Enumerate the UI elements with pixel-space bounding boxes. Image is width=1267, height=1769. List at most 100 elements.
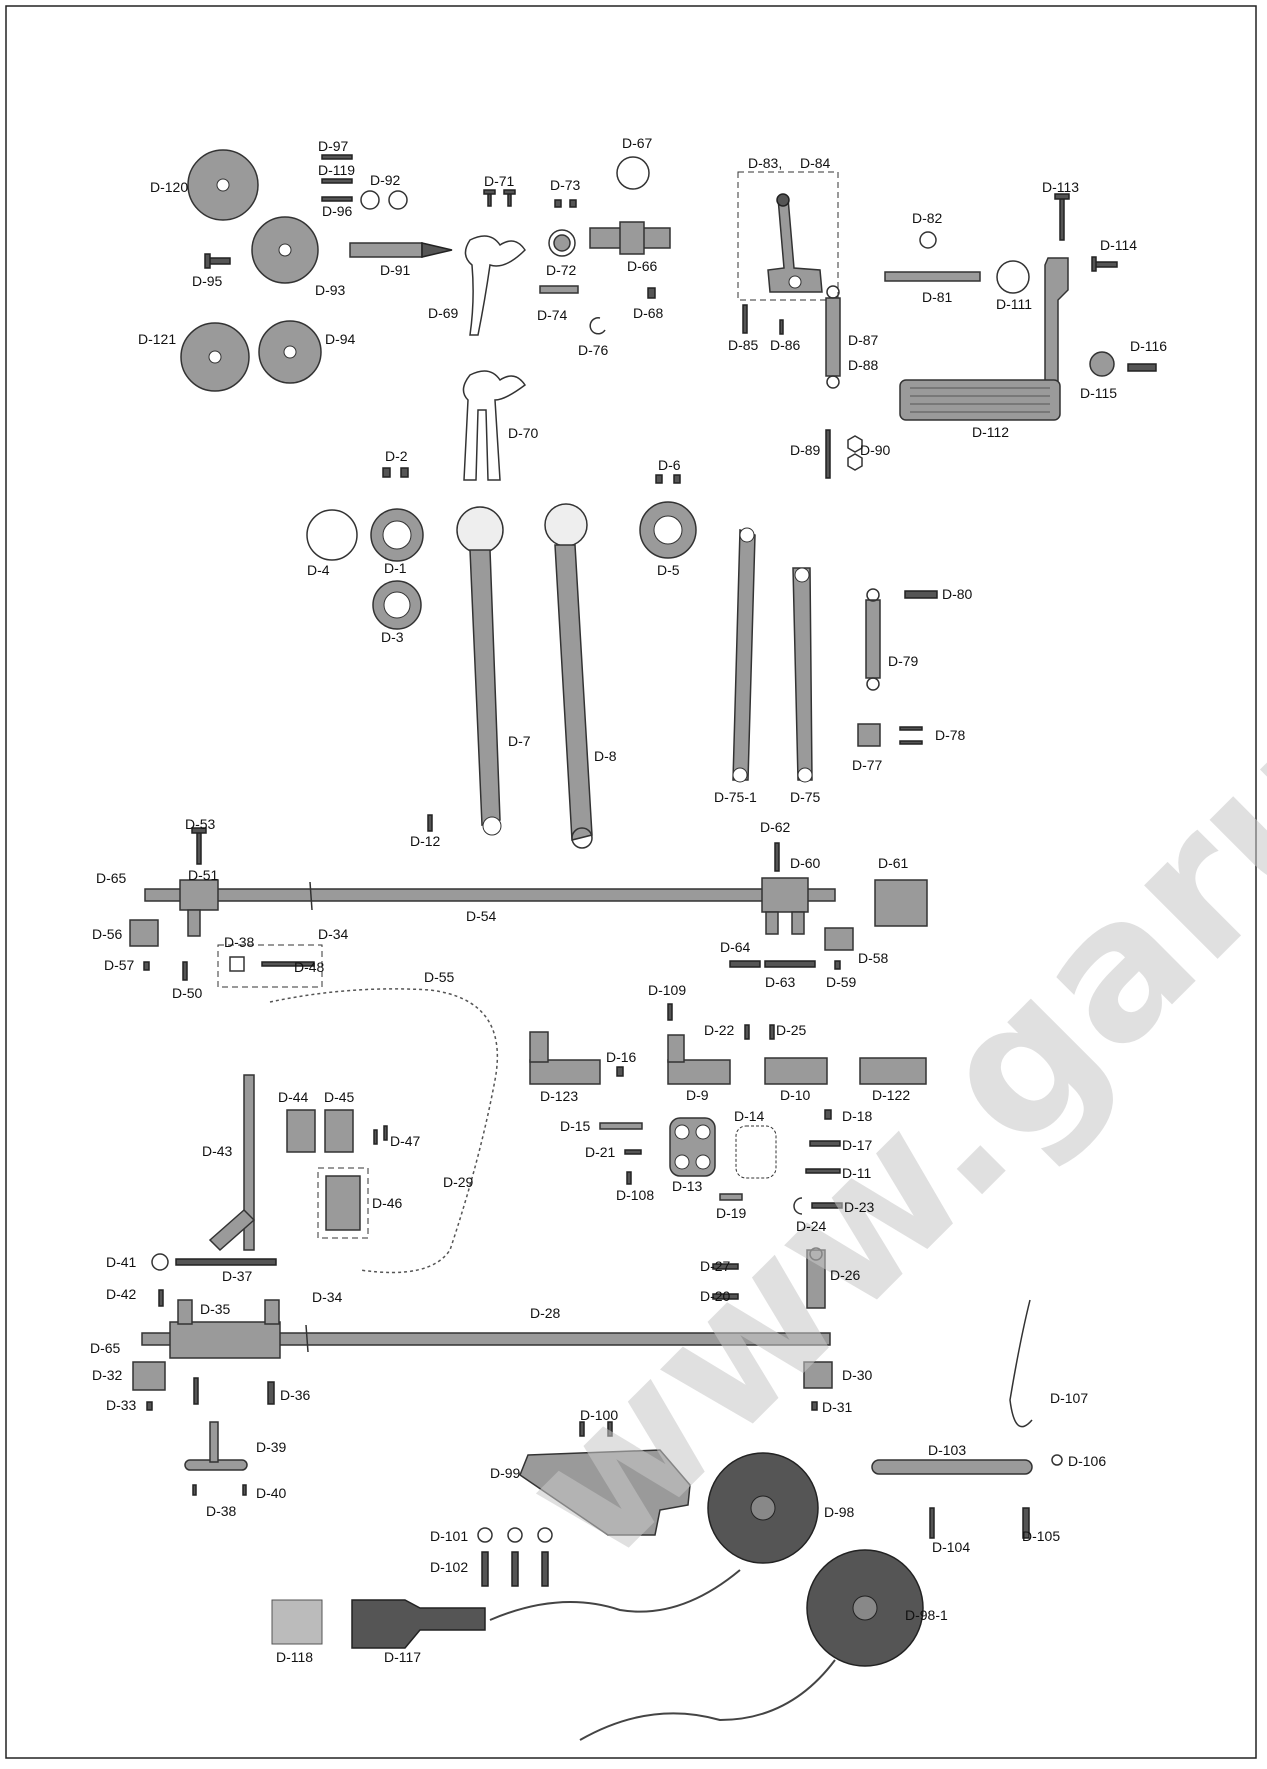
bracket-d123 <box>529 1031 601 1085</box>
cord-d98-1 <box>579 1659 836 1741</box>
bracket-d35 <box>169 1299 281 1359</box>
felt-pad-d93 <box>251 216 319 284</box>
label-d65-upper: D-65 <box>96 870 127 886</box>
bearing-d3 <box>372 580 422 630</box>
sleeve-d56 <box>129 919 159 947</box>
label-d101: D-101 <box>430 1528 468 1544</box>
label-d108: D-108 <box>616 1187 654 1203</box>
pin-d11 <box>805 1168 841 1174</box>
lever-d7 <box>456 506 504 836</box>
ring-d82 <box>919 231 937 249</box>
bolt-d116 <box>1127 363 1157 372</box>
label-d98: D-98 <box>824 1504 855 1520</box>
pin-d114 <box>1091 256 1118 272</box>
ring-d92 <box>360 190 408 210</box>
label-d68: D-68 <box>633 305 664 321</box>
pin-d37 <box>175 1258 277 1266</box>
spring-d87-d88 <box>825 285 841 389</box>
label-d48: D-48 <box>294 959 325 975</box>
label-d74: D-74 <box>537 307 568 323</box>
label-d105: D-105 <box>1022 1528 1060 1544</box>
label-d61: D-61 <box>878 855 909 871</box>
label-d31: D-31 <box>822 1399 853 1415</box>
label-d13: D-13 <box>672 1178 703 1194</box>
label-d46: D-46 <box>372 1195 403 1211</box>
label-d9: D-9 <box>686 1087 709 1103</box>
detail-box-d46 <box>317 1167 369 1239</box>
label-d56: D-56 <box>92 926 123 942</box>
screw-d85 <box>742 304 748 334</box>
screws-d102 <box>481 1551 549 1587</box>
snap-ring-d4 <box>306 509 358 561</box>
nut-d57 <box>143 961 150 971</box>
label-d72: D-72 <box>546 262 577 278</box>
label-d80: D-80 <box>942 586 973 602</box>
label-d114: D-114 <box>1100 237 1137 253</box>
label-d55: D-55 <box>424 969 455 985</box>
pin-d63 <box>764 960 816 968</box>
screws-d100 <box>579 1421 613 1437</box>
label-d21: D-21 <box>585 1144 616 1160</box>
label-d86: D-86 <box>770 337 801 353</box>
label-d113: D-113 <box>1042 179 1079 195</box>
label-d25: D-25 <box>776 1022 807 1038</box>
label-d47: D-47 <box>390 1133 421 1149</box>
label-d88: D-88 <box>848 357 879 373</box>
label-d3: D-3 <box>381 629 404 645</box>
label-d73: D-73 <box>550 177 581 193</box>
label-d16: D-16 <box>606 1049 637 1065</box>
nut-d68 <box>647 287 656 299</box>
label-d57: D-57 <box>104 957 135 973</box>
label-d97: D-97 <box>318 138 349 154</box>
spring-d79 <box>865 588 881 691</box>
label-d91: D-91 <box>380 262 411 278</box>
label-d81: D-81 <box>922 289 953 305</box>
plate-d99 <box>519 1449 691 1536</box>
lever-d83-d84 <box>767 193 823 293</box>
fork-d69 <box>464 235 526 336</box>
pins-d47 <box>373 1125 388 1145</box>
link-d39 <box>184 1421 248 1471</box>
label-d29: D-29 <box>443 1174 474 1190</box>
label-d76: D-76 <box>578 342 609 358</box>
shaft-d81 <box>884 271 981 282</box>
pins-d40 <box>192 1484 247 1496</box>
label-d119: D-119 <box>318 162 355 178</box>
label-d19: D-19 <box>716 1205 747 1221</box>
label-d41: D-41 <box>106 1254 137 1270</box>
label-d98-1: D-98-1 <box>905 1607 948 1623</box>
label-d32: D-32 <box>92 1367 123 1383</box>
label-d11: D-11 <box>842 1165 872 1181</box>
label-d71: D-71 <box>484 173 515 189</box>
pins-d78 <box>899 726 923 745</box>
pin-d21 <box>624 1149 642 1155</box>
label-d2: D-2 <box>385 448 408 464</box>
sleeve-d32 <box>132 1361 166 1391</box>
label-d39: D-39 <box>256 1439 287 1455</box>
label-d112: D-112 <box>972 424 1009 440</box>
label-d100: D-100 <box>580 1407 618 1423</box>
label-d38-lower: D-38 <box>206 1503 237 1519</box>
label-d67: D-67 <box>622 135 653 151</box>
bolt-d95 <box>204 253 231 269</box>
label-d63: D-63 <box>765 974 796 990</box>
label-d22: D-22 <box>704 1022 735 1038</box>
label-d5: D-5 <box>657 562 680 578</box>
screw-d53 <box>191 827 207 865</box>
pin-d97 <box>321 154 353 160</box>
bracket-d60 <box>761 877 809 935</box>
bracket-d10 <box>764 1057 828 1085</box>
label-d58: D-58 <box>858 950 889 966</box>
bolt-d36 <box>267 1381 275 1405</box>
plate-d14 <box>735 1125 777 1179</box>
screws-d71 <box>483 189 516 207</box>
label-d64: D-64 <box>720 939 751 955</box>
ring-d106 <box>1051 1454 1063 1466</box>
label-d102: D-102 <box>430 1559 468 1575</box>
plate-d44 <box>286 1109 316 1153</box>
worm-screw-d91 <box>349 242 453 258</box>
block-d77 <box>857 723 881 747</box>
label-d107: D-107 <box>1050 1390 1088 1406</box>
lever-d103 <box>871 1459 1033 1475</box>
